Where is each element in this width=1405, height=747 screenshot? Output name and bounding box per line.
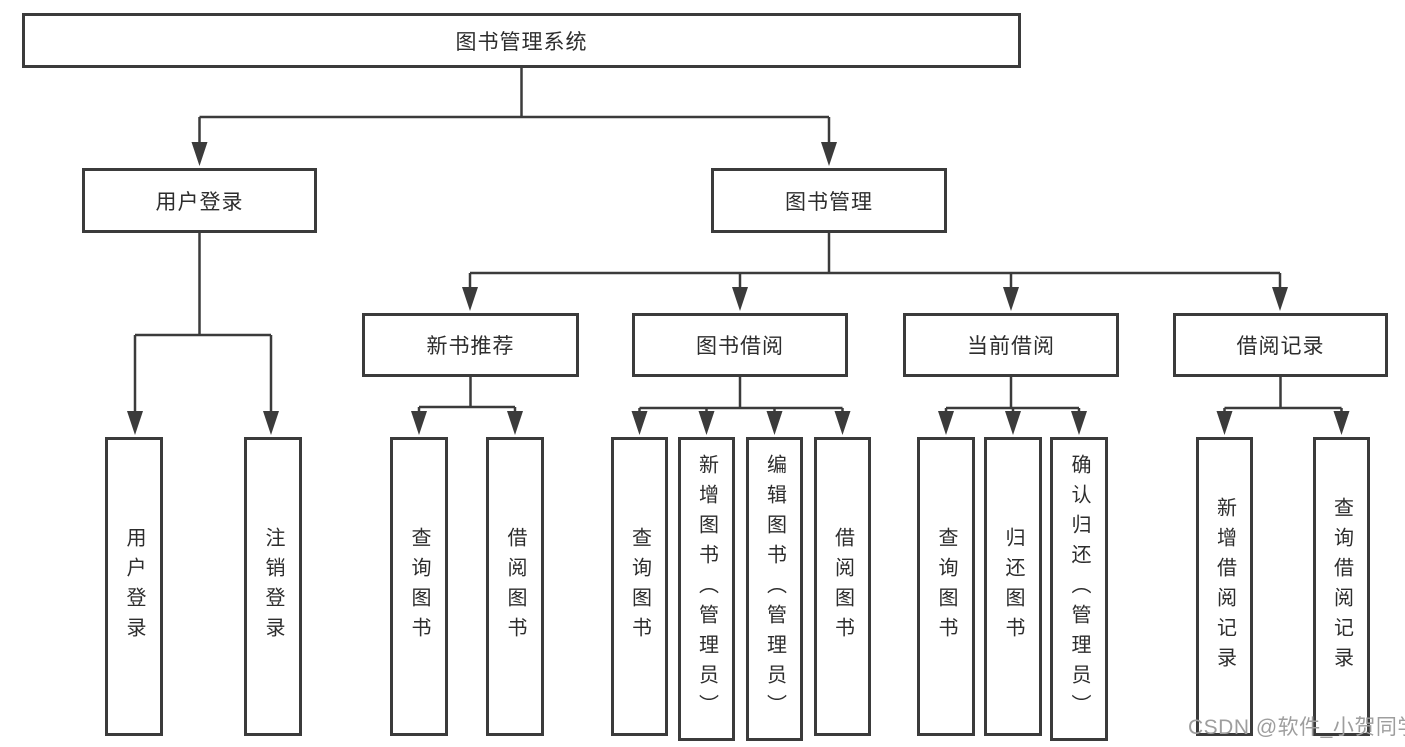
leaf-logout-login: 注销登录 <box>244 437 302 736</box>
leaf-query-books-borrow: 查询图书 <box>611 437 668 736</box>
node-label: 查询借阅记录 <box>1330 496 1353 677</box>
node-new-book-recommendation: 新书推荐 <box>362 313 579 377</box>
node-label: 查询图书 <box>628 526 651 647</box>
leaf-query-borrow-record: 查询借阅记录 <box>1313 437 1370 736</box>
node-label: 图书管理系统 <box>455 30 588 54</box>
leaf-query-books-current: 查询图书 <box>917 437 975 736</box>
arrowheads <box>127 142 1350 435</box>
node-label: 借阅记录 <box>1236 335 1325 358</box>
node-current-borrowing: 当前借阅 <box>903 313 1119 377</box>
leaf-add-borrow-record: 新增借阅记录 <box>1196 437 1253 736</box>
node-label: 用户登录 <box>155 190 244 214</box>
node-label: 新增借阅记录 <box>1213 496 1236 677</box>
node-label: 查询图书 <box>935 526 957 647</box>
node-label: 用户登录 <box>123 526 145 647</box>
leaf-query-books-recommend: 查询图书 <box>390 437 448 736</box>
node-label: 图书管理 <box>785 190 873 214</box>
leaf-borrow-books-recommend: 借阅图书 <box>486 437 544 736</box>
leaf-user-login: 用户登录 <box>105 437 163 736</box>
node-book-management: 图书管理 <box>711 168 947 233</box>
leaf-add-book-admin: 新增图书（管理员） <box>678 437 735 741</box>
leaf-borrow-books: 借阅图书 <box>814 437 871 736</box>
node-user-login: 用户登录 <box>82 168 317 233</box>
node-book-borrowing: 图书借阅 <box>632 313 848 377</box>
node-label: 编辑图书（管理员） <box>763 454 786 724</box>
node-borrowing-records: 借阅记录 <box>1173 313 1388 377</box>
node-book-management-system: 图书管理系统 <box>22 13 1021 68</box>
leaf-edit-book-admin: 编辑图书（管理员） <box>746 437 803 741</box>
node-label: 确认归还（管理员） <box>1068 454 1090 724</box>
csdn-watermark: CSDN @软件_小贺同学 <box>1188 716 1405 739</box>
node-label: 查询图书 <box>408 526 430 647</box>
leaf-return-books: 归还图书 <box>984 437 1042 736</box>
leaf-confirm-return-admin: 确认归还（管理员） <box>1050 437 1108 741</box>
node-label: 新增图书（管理员） <box>695 454 718 724</box>
node-label: 当前借阅 <box>967 335 1055 358</box>
node-label: 借阅图书 <box>831 526 854 647</box>
node-label: 注销登录 <box>262 526 284 647</box>
node-label: 归还图书 <box>1002 526 1024 647</box>
node-label: 图书借阅 <box>696 335 784 358</box>
node-label: 新书推荐 <box>426 335 515 358</box>
node-label: 借阅图书 <box>504 526 526 647</box>
